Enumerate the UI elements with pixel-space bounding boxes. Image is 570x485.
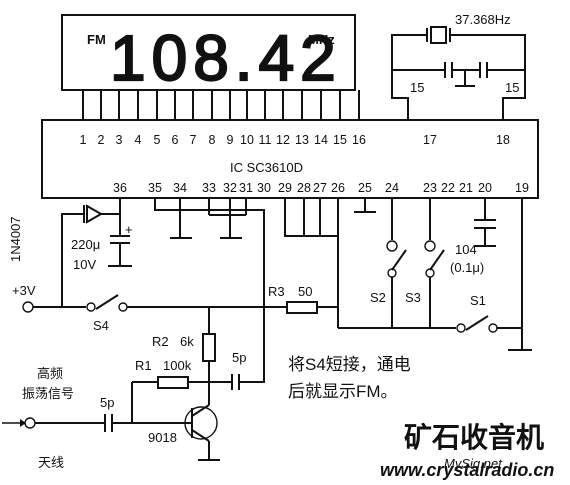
lcd-unit-label: MHz — [308, 32, 335, 47]
ic-pin-34: 34 — [173, 181, 187, 195]
supply-label: +3V — [12, 283, 36, 298]
ic-chip: IC SC3610D — [41, 119, 539, 199]
cap-main-voltage-label: 10V — [73, 257, 96, 272]
ic-pin-1: 1 — [80, 133, 87, 147]
s2-label: S2 — [370, 290, 386, 305]
lcd-frequency-digits: 108.42 — [110, 22, 342, 94]
watermark-faint: MySig.net — [444, 456, 503, 471]
ic-pin-29: 29 — [278, 181, 292, 195]
ic-pin-20: 20 — [478, 181, 492, 195]
ic-pin-30: 30 — [257, 181, 271, 195]
r2-label: R2 — [152, 334, 169, 349]
ic-pin-18: 18 — [496, 133, 510, 147]
s3-label: S3 — [405, 290, 421, 305]
input-label-line2: 振荡信号 — [22, 386, 74, 401]
watermark-url: www.crystalradio.cn — [380, 460, 554, 480]
crystal-oscillator: 37.368Hz 15 15 — [391, 12, 526, 120]
note-line2: 后就显示FM。 — [288, 382, 398, 401]
annotation-note: 将S4短接，通电 后就显示FM。 — [288, 355, 411, 401]
diode-label: 1N4007 — [8, 216, 23, 262]
ic-pin-33: 33 — [202, 181, 216, 195]
ic-pin-15: 15 — [333, 133, 347, 147]
ic-pin-12: 12 — [276, 133, 290, 147]
ic-pin-27: 27 — [313, 181, 327, 195]
input-section: 5p 高频 振荡信号 天线 — [2, 366, 132, 470]
oscillator-stage: R2 6k R1 100k 5p 9018 — [131, 307, 246, 461]
ic-pin-19: 19 — [515, 181, 529, 195]
r3-label: R3 — [268, 284, 285, 299]
ic-pin-26: 26 — [331, 181, 345, 195]
cap-main-label: 220μ — [71, 237, 100, 252]
ic-pin-17: 17 — [423, 133, 437, 147]
ic-pin-22: 22 — [441, 181, 455, 195]
supply-terminal-icon — [22, 301, 34, 313]
ic-pin-36: 36 — [113, 181, 127, 195]
diode-icon — [86, 204, 104, 224]
note-line1: 将S4短接，通电 — [288, 355, 411, 374]
switch-s4: +3V S4 — [12, 283, 287, 333]
resistor-r3: R3 50 — [268, 284, 338, 314]
ic-pin-4: 4 — [135, 133, 142, 147]
ic-pin-21: 21 — [459, 181, 473, 195]
lcd-pin-leads — [82, 90, 360, 120]
input-terminal-icon — [24, 417, 36, 429]
switches-s2-s3: S2 S3 104 (0.1μ) — [370, 240, 484, 328]
switch-s1: S1 — [338, 293, 522, 333]
crystal-cap-right-label: 15 — [505, 80, 519, 95]
ic-pin-11: 11 — [259, 133, 272, 147]
watermark: 矿石收音机 www.crystalradio.cn MySig.net — [380, 421, 554, 480]
crystal-icon — [430, 26, 447, 44]
ic-pin-13: 13 — [295, 133, 309, 147]
ic-pin-5: 5 — [154, 133, 161, 147]
r3-value-label: 50 — [298, 284, 312, 299]
ic-pin-16: 16 — [352, 133, 366, 147]
resistor-r2 — [202, 333, 216, 362]
r1-value-label: 100k — [163, 358, 192, 373]
s1-label: S1 — [470, 293, 486, 308]
ic-pin-14: 14 — [314, 133, 328, 147]
ic-pin-28: 28 — [297, 181, 311, 195]
c104-value-label: (0.1μ) — [450, 260, 484, 275]
ic-pin-3: 3 — [116, 133, 123, 147]
svg-text:+: + — [125, 222, 133, 237]
input-label-line1: 高频 — [37, 366, 63, 381]
resistor-r1 — [157, 376, 189, 389]
c5p-left-label: 5p — [100, 395, 114, 410]
crystal-cap-left-label: 15 — [410, 80, 424, 95]
pin35-lead — [154, 198, 265, 383]
ic-pin-8: 8 — [209, 133, 216, 147]
ic-pin-23: 23 — [423, 181, 437, 195]
ic-pin-10: 10 — [240, 133, 254, 147]
s4-label: S4 — [93, 318, 109, 333]
transistor-label: 9018 — [148, 430, 177, 445]
ic-pin-31: 31 — [239, 181, 253, 195]
r1-label: R1 — [135, 358, 152, 373]
crystal-frequency-label: 37.368Hz — [455, 12, 511, 27]
lcd-display: FM 108.42 MHz — [61, 14, 356, 95]
c104-label: 104 — [455, 242, 477, 257]
ic-name-label: IC SC3610D — [230, 160, 303, 175]
watermark-title: 矿石收音机 — [404, 421, 544, 453]
ic-pin-32: 32 — [223, 181, 237, 195]
power-section: + 220μ 10V 1N4007 — [8, 198, 133, 307]
ic-pin-7: 7 — [190, 133, 197, 147]
ic-pin-2: 2 — [98, 133, 105, 147]
antenna-label: 天线 — [38, 455, 64, 470]
ic-pin-25: 25 — [358, 181, 372, 195]
ic-pin-24: 24 — [385, 181, 399, 195]
r2-value-label: 6k — [180, 334, 194, 349]
lcd-band-label: FM — [87, 32, 106, 47]
ic-pin-6: 6 — [172, 133, 179, 147]
c5p-right-label: 5p — [232, 350, 246, 365]
ic-pin-9: 9 — [227, 133, 234, 147]
ic-pin-35: 35 — [148, 181, 162, 195]
